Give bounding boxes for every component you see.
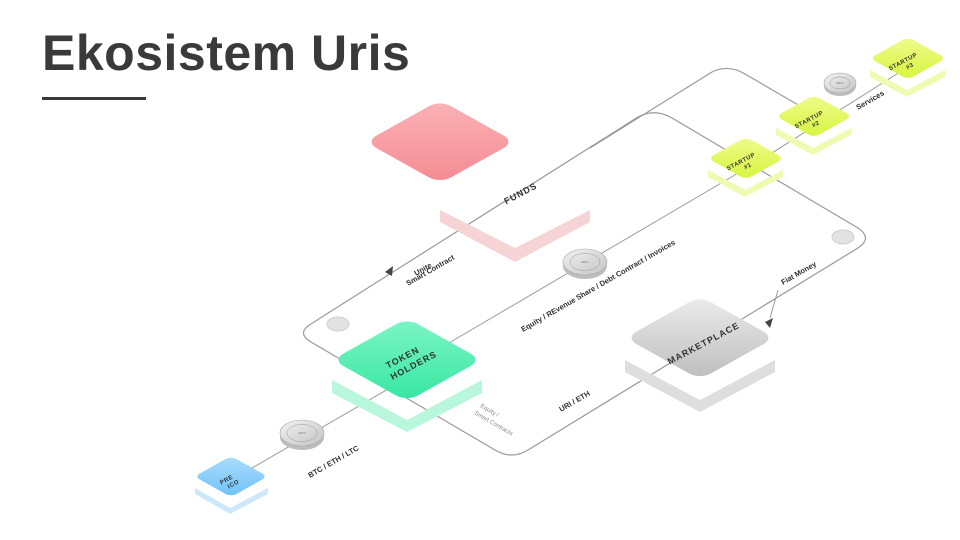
page-title: Ekosistem Uris [42, 25, 411, 81]
fiat-arrow [765, 318, 773, 328]
marketplace-node: MARKETPLACE [625, 299, 775, 412]
btc-label: BTC / ETH / LTC [307, 443, 361, 480]
coin-icon: URIS [562, 248, 608, 279]
startup-loop-line [589, 67, 801, 149]
pre-ico-node: PRE ICO [195, 457, 268, 514]
coin-text: URIS [298, 431, 305, 435]
platform-dot-left [326, 316, 350, 332]
pre-ico-label-2: ICO [227, 479, 241, 490]
platform-dot-right [831, 229, 855, 245]
coin-text: URIS [581, 260, 588, 264]
token-holders-node: TOKEN HOLDERS [332, 321, 482, 432]
platform-outline [302, 112, 867, 456]
coin-icon: URIS [279, 419, 325, 450]
startup-2-node: STARTUP #2 [776, 96, 851, 155]
coin-icon: URIS [823, 72, 857, 96]
fiat-line [769, 289, 779, 319]
startup-1-node: STARTUP #1 [708, 138, 783, 197]
services-label: Services [855, 89, 886, 112]
title-underline [42, 97, 146, 100]
startup-2-label-2: #2 [811, 120, 821, 129]
startup-3-label-2: #3 [905, 62, 915, 71]
pre-ico-label-1: PRE [219, 475, 234, 487]
coin-text: URIS [836, 81, 843, 85]
unite-arrow [385, 266, 393, 276]
startup-1-label-2: #1 [743, 162, 753, 171]
startup-3-node: STARTUP #3 [870, 38, 945, 97]
